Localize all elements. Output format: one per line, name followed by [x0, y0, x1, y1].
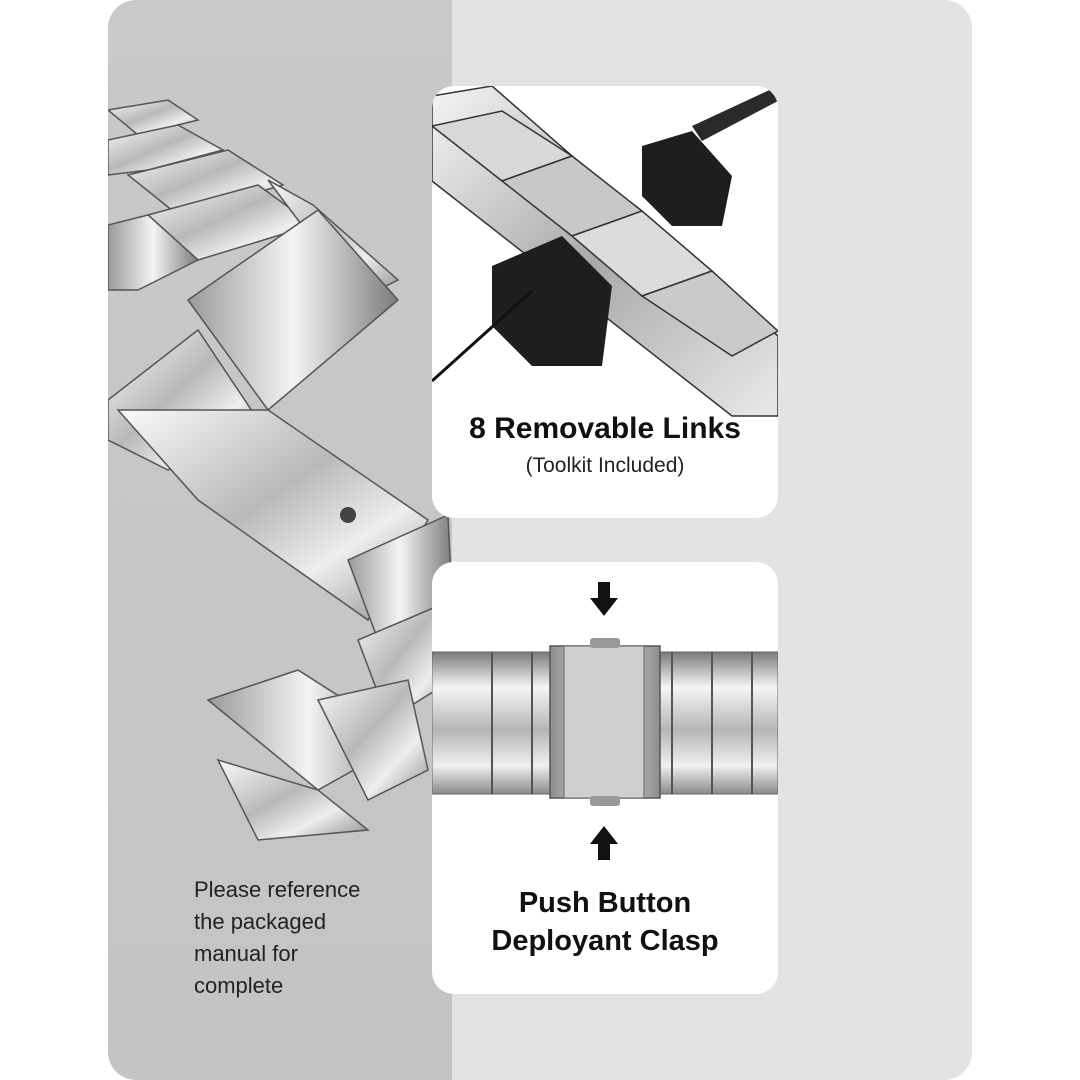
link-removal-tool-illustration — [432, 86, 778, 417]
links-subtitle: (Toolkit Included) — [525, 454, 685, 477]
manual-note-line: complete — [194, 973, 284, 998]
clasp-title: Push Button Deployant Clasp — [432, 884, 778, 960]
clasp-illustration — [432, 582, 778, 860]
up-arrow-icon — [590, 826, 618, 860]
down-arrow-icon — [590, 582, 618, 616]
clasp-title-line: Push Button — [518, 887, 692, 919]
manual-note: Please reference the packaged manual for… — [194, 874, 414, 1002]
removable-links-card: 8 Removable Links (Toolkit Included) — [432, 86, 778, 518]
bracelet-illustration — [108, 99, 452, 841]
manual-note-line: the packaged — [194, 909, 327, 934]
deployant-clasp-card: Push Button Deployant Clasp — [432, 562, 778, 994]
links-title: 8 Removable Links — [469, 412, 741, 445]
manual-note-line: Please reference — [194, 877, 361, 902]
left-column: Please reference the packaged manual for… — [108, 0, 452, 1080]
manual-note-line: manual for — [194, 941, 298, 966]
clasp-title-line: Deployant Clasp — [491, 925, 719, 957]
